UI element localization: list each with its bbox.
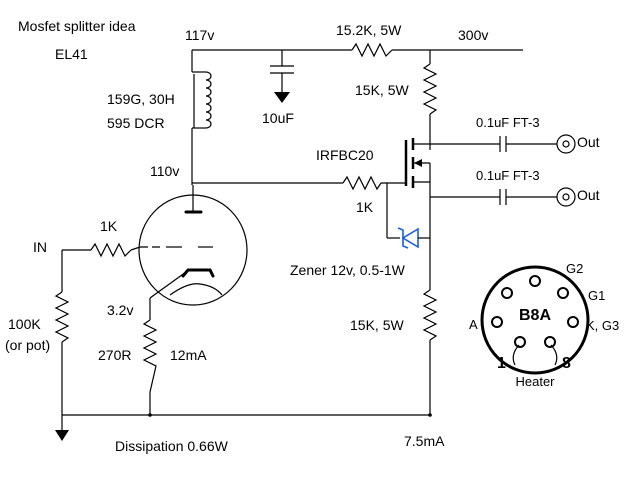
cathode-resistor-label: 270R	[98, 347, 131, 363]
ground-icon	[274, 92, 290, 103]
mosfet-label: IRFBC20	[316, 147, 374, 163]
junction-dot	[428, 413, 432, 417]
grid-leak-note-label: (or pot)	[5, 337, 50, 353]
tube-type-label: EL41	[55, 46, 88, 62]
grid-leak-resistor	[54, 291, 70, 343]
grid-resistor-label: 1K	[100, 218, 118, 234]
source-resistor	[422, 289, 438, 341]
heater-lead-left	[512, 344, 520, 366]
pin-k-label: K, G3	[586, 318, 619, 333]
grid-leak-value-label: 100K	[8, 316, 41, 332]
gate-resistor-label: 1K	[356, 199, 374, 215]
cathode-resistor	[142, 319, 158, 393]
socket-type-label: B8A	[519, 307, 551, 324]
grid-wire	[130, 246, 141, 251]
gate-resistor	[342, 175, 382, 191]
pin-g2-label: G2	[566, 261, 583, 276]
heater-label: Heater	[515, 374, 555, 389]
coupling-cap-2-label: 0.1uF FT-3	[476, 168, 540, 183]
pin-a-label: A	[469, 317, 478, 332]
hv-voltage-label: 300v	[458, 27, 488, 43]
zener-diode-icon	[401, 227, 419, 249]
bypass-cap-label: 10uF	[262, 110, 294, 126]
out1-jack-icon	[556, 134, 576, 154]
mosfet-current-label: 7.5mA	[404, 433, 445, 449]
coupling-cap-1-label: 0.1uF FT-3	[476, 115, 540, 130]
socket-pin	[491, 316, 503, 328]
tube-heater	[169, 283, 223, 296]
title: Mosfet splitter idea	[18, 18, 136, 34]
socket-pin	[501, 287, 513, 299]
series-resistor	[351, 42, 393, 58]
socket-pin	[514, 336, 526, 348]
pin-1-label: 1	[497, 355, 506, 372]
choke-dcr-label: 595 DCR	[107, 115, 165, 131]
b-plus-voltage-label: 117v	[185, 27, 214, 43]
socket-pin	[544, 336, 556, 348]
plate-voltage-label: 110v	[150, 163, 179, 179]
socket-pin	[567, 316, 579, 328]
drain-resistor-label: 15K, 5W	[355, 82, 409, 98]
cathode-voltage-label: 3.2v	[107, 302, 133, 318]
out1-jack-center	[562, 140, 570, 148]
zener-bar	[397, 227, 409, 249]
socket-pin	[557, 287, 569, 299]
cathode-current-label: 12mA	[170, 347, 207, 363]
series-resistor-label: 15.2K, 5W	[336, 22, 402, 38]
socket-outline	[480, 265, 590, 375]
out2-jack-icon	[556, 187, 576, 207]
drain-resistor	[422, 63, 438, 115]
pin-g1-label: G1	[588, 288, 605, 303]
choke-model-label: 159G, 30H	[107, 91, 175, 107]
dissipation-label: Dissipation 0.66W	[115, 438, 229, 454]
input-label: IN	[33, 239, 47, 255]
output-2-label: Out	[577, 187, 600, 203]
choke-winding	[205, 71, 212, 129]
heater-lead-right	[550, 344, 558, 366]
ground-icon	[55, 430, 69, 441]
output-1-label: Out	[577, 134, 600, 150]
zener-label: Zener 12v, 0.5-1W	[290, 262, 406, 278]
grid-resistor	[90, 242, 132, 258]
junction-dot	[148, 413, 152, 417]
source-resistor-label: 15K, 5W	[350, 317, 404, 333]
tube-cathode	[181, 268, 215, 278]
out2-jack-center	[562, 193, 570, 201]
socket-pin	[529, 275, 541, 287]
mosfet-arrow-icon	[414, 159, 422, 167]
pin-8-label: 8	[562, 355, 571, 372]
cathode-lead	[149, 271, 187, 299]
